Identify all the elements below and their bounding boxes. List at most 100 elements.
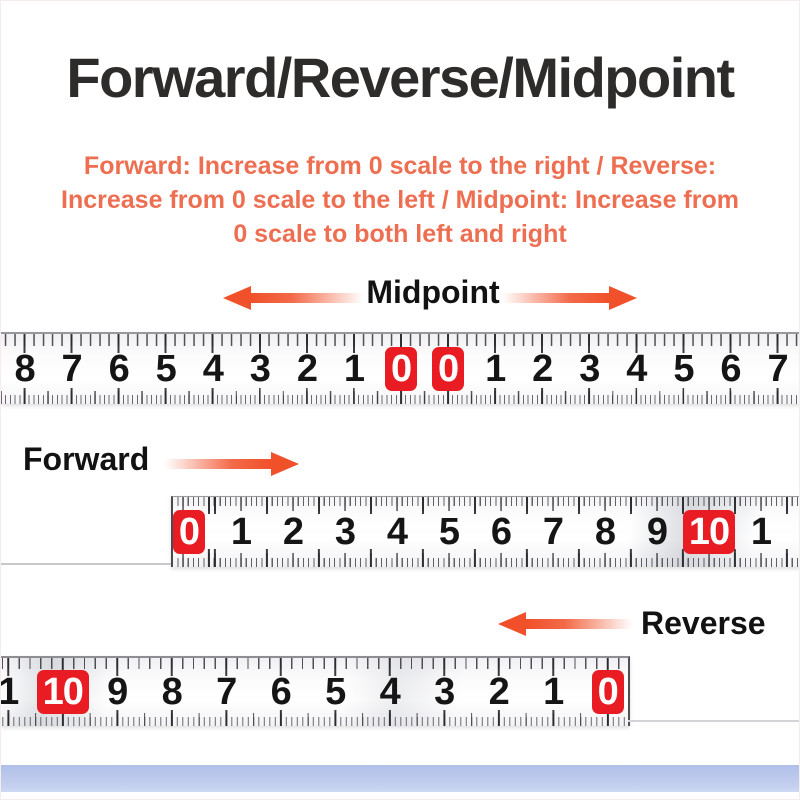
ruler-number-cell: 7 <box>754 347 799 391</box>
ruler-number-cell: 2 <box>283 347 330 391</box>
ruler-number-cell: 10 <box>36 670 91 714</box>
ruler-number-cell: 0 <box>425 347 472 391</box>
ruler-number-cell: 2 <box>519 347 566 391</box>
ruler-number: 5 <box>673 348 694 390</box>
ruler-number-cell: 0 <box>581 670 629 714</box>
ruler-number: 6 <box>490 511 512 553</box>
ruler-number: 5 <box>438 511 460 553</box>
ruler-number: 5 <box>325 671 346 713</box>
ruler-number: 2 <box>296 348 318 390</box>
ruler-number: 0 <box>173 510 206 554</box>
ruler-ticks-top-small <box>1 334 799 346</box>
ruler-number-cell: 1 <box>330 347 377 391</box>
ruler-number-cell: 7 <box>199 670 254 714</box>
ruler-number-cell: 3 <box>236 347 283 391</box>
ruler-number-cell: 3 <box>319 510 371 554</box>
ruler-number: 1 <box>343 348 365 390</box>
forward-label: Forward <box>23 441 150 477</box>
ruler-number: 6 <box>108 348 130 390</box>
ruler-number: 3 <box>249 348 271 390</box>
arrowhead-right-icon <box>609 286 637 310</box>
ruler-number: 9 <box>107 671 128 713</box>
ruler-number: 0 <box>591 670 624 714</box>
page-title: Forward/Reverse/Midpoint <box>66 46 735 109</box>
ruler-ticks-bottom-small <box>1 717 628 726</box>
arrowhead-right-icon <box>271 452 299 476</box>
ruler-number-cell: 4 <box>371 510 423 554</box>
ruler-number: 4 <box>626 348 647 390</box>
arrow-bar <box>251 293 369 303</box>
ruler-number: 1 <box>543 671 564 713</box>
ruler-number-cell: 5 <box>660 347 707 391</box>
reverse-arrow-icon <box>498 612 638 636</box>
arrowhead-left-icon <box>498 612 526 636</box>
ruler-number-cell: 7 <box>48 347 95 391</box>
ruler-number-cell: 1 <box>735 510 787 554</box>
ruler-number-cell: 6 <box>95 347 142 391</box>
ruler-number-cell: 0 <box>378 347 425 391</box>
ruler-number: 6 <box>270 671 292 713</box>
arrowhead-left-icon <box>223 286 251 310</box>
ruler-number-cell: 9 <box>631 510 683 554</box>
ruler-number-cell: 1 <box>1 670 36 714</box>
ruler-number-cell: 0 <box>173 510 215 554</box>
ruler-number-cell: 6 <box>707 347 754 391</box>
ruler-number-cell: 8 <box>1 347 48 391</box>
ruler-midpoint: 8 7 6 5 4 3 <box>1 332 799 404</box>
ruler-number: 4 <box>202 348 224 390</box>
ruler-number-cell: 3 <box>566 347 613 391</box>
ruler-number-cell: 8 <box>579 510 631 554</box>
ruler-number: 10 <box>682 510 736 554</box>
ruler-number: 1 <box>230 511 252 553</box>
ruler-number: 4 <box>386 511 408 553</box>
ruler-number: 6 <box>720 348 741 390</box>
reverse-label: Reverse <box>641 605 766 641</box>
ruler-number-cell: 4 <box>613 347 660 391</box>
ruler-forward: 0 1 2 3 4 5 <box>171 496 799 567</box>
ruler-numbers: 8 7 6 5 4 3 <box>1 347 799 391</box>
ruler-number: 2 <box>488 671 510 713</box>
ruler-number-cell: 10 <box>682 510 736 554</box>
forward-arrow-icon <box>159 452 299 476</box>
ruler-number-cell: 5 <box>423 510 475 554</box>
subtitle-line-1: Forward: Increase from 0 scale to the ri… <box>83 152 717 180</box>
shadow-line <box>1 563 171 565</box>
ruler-ticks-bottom-mid <box>173 553 799 567</box>
ruler-number: 7 <box>61 348 83 390</box>
ruler-number: 7 <box>767 348 788 390</box>
ruler-numbers: 1 10 9 8 7 6 <box>1 670 628 714</box>
ruler-ticks-bottom-small <box>173 558 799 567</box>
ruler-number-cell: 4 <box>363 670 418 714</box>
ruler-number: 0 <box>384 347 418 391</box>
ruler-number: 1 <box>1 673 19 711</box>
ruler-number: 4 <box>379 671 401 713</box>
ruler-number: 3 <box>579 348 600 390</box>
ruler-ticks-top-small <box>1 658 628 669</box>
ruler-number-cell: 6 <box>475 510 527 554</box>
ruler-number-cell: 7 <box>527 510 579 554</box>
subtitle-line-2: Increase from 0 scale to the left / Midp… <box>61 186 739 214</box>
ruler-number-cell: 8 <box>145 670 200 714</box>
ruler-number-cell: 3 <box>417 670 472 714</box>
ruler-number: 10 <box>36 670 89 714</box>
ruler-ticks-bottom-mid <box>1 391 799 404</box>
ruler-number: 2 <box>282 511 304 553</box>
ruler-number-cell: 2 <box>267 510 319 554</box>
midpoint-left-arrow-icon <box>223 286 369 310</box>
ruler-numbers: 0 1 2 3 4 5 <box>173 510 799 554</box>
ruler-number-cell: 5 <box>142 347 189 391</box>
ruler-reverse: 1 10 9 8 7 6 <box>1 656 630 726</box>
ruler-number: 2 <box>532 348 553 390</box>
tape-back-strip <box>1 765 799 792</box>
arrow-bar <box>497 293 609 303</box>
ruler-number-cell: 1 <box>526 670 581 714</box>
ruler-number: 8 <box>14 348 35 390</box>
ruler-number-cell: 9 <box>90 670 145 714</box>
arrow-bar <box>526 619 638 629</box>
ruler-number: 7 <box>216 671 237 713</box>
ruler-number-cell: 6 <box>254 670 309 714</box>
ruler-number-cell: 1 <box>472 347 519 391</box>
ruler-ticks-bottom-mid <box>1 713 628 726</box>
ruler-number-cell: 5 <box>308 670 363 714</box>
